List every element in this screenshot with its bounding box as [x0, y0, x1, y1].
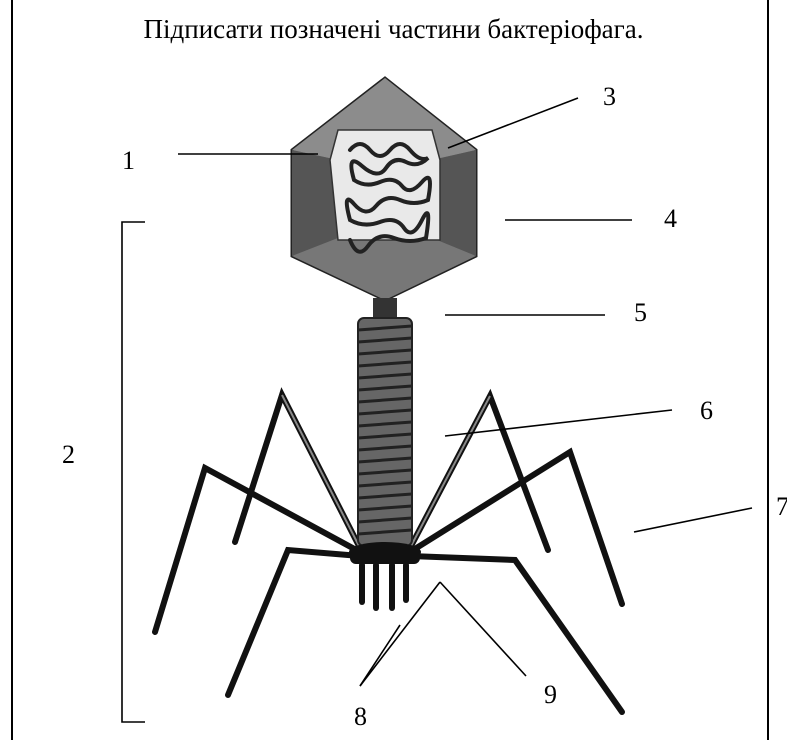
label-6: 6 [700, 398, 713, 424]
tail-fiber [228, 550, 360, 695]
bracket-whole-phage [122, 222, 145, 722]
tail-fiber [410, 396, 548, 550]
leader-line-7 [634, 508, 752, 532]
label-3: 3 [603, 84, 616, 110]
label-5: 5 [634, 300, 647, 326]
leader-line-3 [448, 98, 578, 148]
label-4: 4 [664, 206, 677, 232]
label-7: 7 [776, 494, 787, 520]
label-8: 8 [354, 704, 367, 730]
tail-sheath [358, 318, 412, 546]
tail-fiber [410, 452, 622, 604]
label-1: 1 [122, 148, 135, 174]
label-9: 9 [544, 682, 557, 708]
tail-fiber [410, 556, 622, 712]
leader-line-8b [360, 582, 440, 686]
tail-fiber [235, 395, 360, 548]
leader-line-9 [440, 582, 526, 676]
label-2: 2 [62, 442, 75, 468]
base-plate [349, 542, 421, 564]
collar [373, 298, 397, 318]
base-spikes [362, 565, 406, 608]
leader-line-8a [360, 625, 400, 686]
capsid-head [292, 78, 476, 300]
